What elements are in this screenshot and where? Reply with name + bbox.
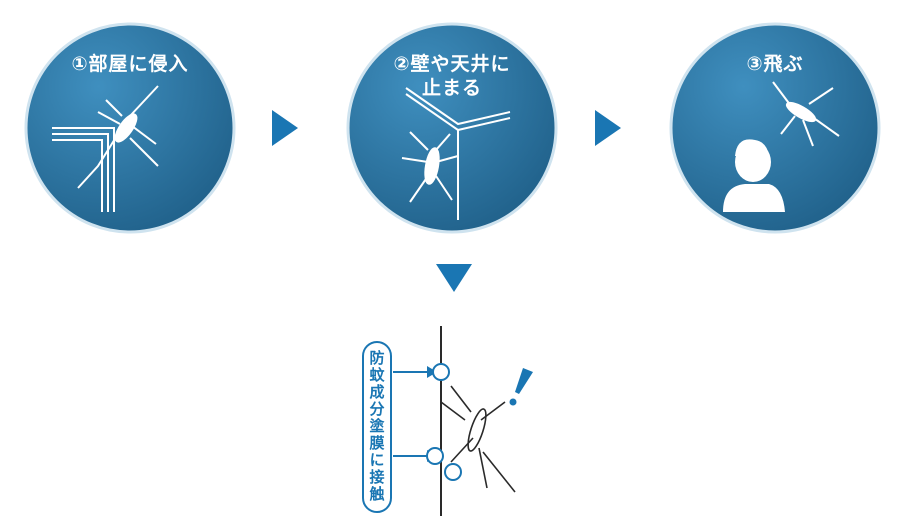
- step-2-label-line1: ②壁や天井に: [393, 53, 511, 75]
- arrow-right-1: [272, 110, 298, 146]
- step-3-fly: ③飛ぶ: [663, 16, 887, 240]
- mosquito-icon: [772, 81, 840, 147]
- step-1-room-entry: ①部屋に侵入: [18, 16, 242, 240]
- mosquito-icon: [401, 131, 459, 203]
- mosquito-icon: [440, 385, 516, 493]
- step-3-circle: [665, 18, 885, 238]
- arrow-right-2: [595, 110, 621, 146]
- contact-label: 防蚊成分塗膜に接触: [362, 342, 392, 510]
- arrow-down: [436, 264, 472, 292]
- step-1-circle: [20, 18, 240, 238]
- step-2-rest-on-wall: ②壁や天井に 止まる: [340, 16, 564, 240]
- step-2-circle: [342, 18, 562, 238]
- contact-label-text: 防蚊成分塗膜に接触: [367, 350, 386, 503]
- ceiling-corner-icon: [405, 87, 511, 220]
- person-icon: [723, 139, 785, 212]
- step-2-label-line2: 止まる: [421, 77, 482, 99]
- mosquito-icon: [77, 85, 159, 189]
- contact-label-box: [362, 341, 392, 513]
- spray-particle-icon: [426, 363, 462, 481]
- exclamation-icon: [509, 368, 533, 406]
- window-frame-icon: [52, 127, 115, 212]
- step-1-label: ①部屋に侵入: [71, 53, 189, 75]
- step-3-label: ③飛ぶ: [746, 53, 804, 75]
- contact-illustration: [362, 326, 533, 516]
